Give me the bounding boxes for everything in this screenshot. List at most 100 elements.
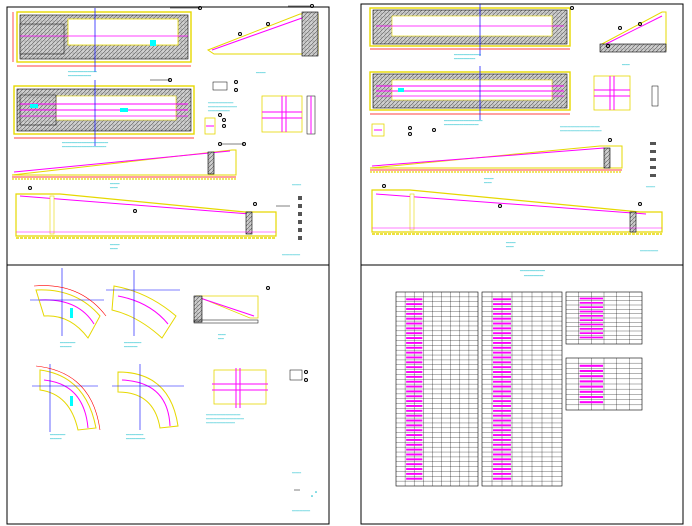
- svg-text:━━━━━━━━━━━━━━━━━━━━━━━━: ━━━━━━━━━━━━━━━━━━━━━━━━: [61, 141, 108, 145]
- bar-shape-sketch: [406, 327, 423, 330]
- legend-top-right: ━━━━━ ━━━━━━━━━━: [639, 142, 658, 253]
- bar-shape-sketch: [406, 400, 423, 403]
- bar-shape-sketch: [406, 405, 423, 407]
- detail-rebar-grid-1: [261, 95, 316, 135]
- svg-text:━━━━━━━━━━: ━━━━━━━━━━: [639, 249, 658, 253]
- bar-shape-sketch: [406, 312, 423, 315]
- svg-text:━━━━: ━━━━: [483, 181, 492, 185]
- bar-shape-sketch: [493, 327, 511, 330]
- section-sloped-2: [193, 286, 270, 324]
- bar-shape-sketch: [493, 312, 511, 315]
- svg-text:━━━━━: ━━━━━: [255, 71, 266, 75]
- bar-shape-sketch: [406, 443, 423, 446]
- bar-shape-sketch: [579, 375, 603, 378]
- bar-shape-sketch: [493, 409, 511, 412]
- bar-shape-sketch: [579, 401, 603, 404]
- bar-shape-sketch: [579, 314, 603, 317]
- plan-view-1: [12, 6, 202, 72]
- bar-shape-sketch: [579, 364, 603, 367]
- svg-text:━━━━━━━━━━: ━━━━━━━━━━: [523, 274, 543, 278]
- bar-shape-sketch: [406, 346, 423, 349]
- svg-text:━━━━━━━━━━━━━━━━━━━━━━━: ━━━━━━━━━━━━━━━━━━━━━━━: [61, 145, 106, 149]
- svg-text:━━━━: ━━━━: [217, 333, 226, 337]
- curved-plan-1: [30, 268, 107, 339]
- legend-top-left: ━━━━━ ━━━━━━━━━━: [281, 183, 302, 257]
- table-small-bottom: [565, 357, 643, 411]
- bar-shape-sketch: [406, 322, 423, 325]
- svg-text:━━━━━: ━━━━━: [483, 177, 494, 181]
- bar-shape-sketch: [406, 303, 423, 306]
- top-left-drawings: ━━━━━━━━━━━━━━━ ━━━━━━━━━━━━ ━━━━━: [11, 4, 319, 257]
- top-right-drawings: ━━━━━━━━━━━━━━ ━━━━━━━━━━━ ━━━━ ━━━━━━━━…: [369, 4, 667, 253]
- panel-bottom-right: [360, 264, 684, 525]
- bar-shape-sketch: [579, 369, 603, 373]
- bar-shape-sketch: [493, 463, 511, 466]
- bar-shape-sketch: [406, 361, 423, 364]
- bar-shape-sketch: [406, 458, 423, 461]
- bar-shape-sketch: [579, 323, 603, 326]
- svg-text:━━━━: ━━━━: [505, 245, 514, 249]
- bar-shape-sketch: [493, 400, 511, 403]
- svg-text:━━━━━━━━━━━━━━━━━━━━━: ━━━━━━━━━━━━━━━━━━━━━: [205, 417, 244, 421]
- longitudinal-section-2: [15, 186, 290, 239]
- bar-shape-sketch: [579, 332, 603, 335]
- bar-shape-sketch: [406, 463, 423, 466]
- bar-shape-sketch: [493, 356, 511, 359]
- svg-text:━━━━━━━━━━━━━━━━: ━━━━━━━━━━━━━━━━: [205, 421, 235, 425]
- bar-shape-sketch: [406, 414, 423, 417]
- detail-rebar-grid-3: [593, 75, 659, 111]
- svg-text:━━━━━━━━━━━━━━━━━━━━━━: ━━━━━━━━━━━━━━━━━━━━━━: [559, 125, 600, 129]
- bar-shape-sketch: [493, 361, 511, 364]
- bar-shape-sketch: [406, 337, 423, 340]
- bar-shape-sketch: [493, 375, 511, 378]
- bar-shape-sketch: [406, 424, 423, 427]
- curved-plan-4: [112, 364, 184, 430]
- bar-shape-sketch: [406, 448, 423, 451]
- svg-text:━━━━━━━━━━: ━━━━━━━━━━: [291, 509, 310, 513]
- bar-shape-sketch: [406, 371, 423, 373]
- curved-plan-3: [32, 364, 101, 432]
- table-main-middle: [481, 291, 563, 487]
- svg-text:━━━━━━━━━━: ━━━━━━━━━━: [281, 253, 300, 257]
- bar-shape-sketch: [406, 438, 423, 441]
- plan-view-2: [13, 78, 195, 146]
- bar-shape-sketch: [406, 298, 423, 301]
- bar-shape-sketch: [406, 429, 423, 432]
- bar-shape-sketch: [579, 297, 603, 300]
- svg-text:━━━━━━━━━━━━━━: ━━━━━━━━━━━━━━: [207, 101, 233, 105]
- svg-text:━━━━━━━━━: ━━━━━━━━━: [123, 341, 141, 345]
- bar-shape-sketch: [406, 453, 423, 456]
- svg-text:━━━━━━━━━━━━━━━: ━━━━━━━━━━━━━━━: [67, 70, 97, 74]
- svg-text:━━━━━━: ━━━━━━: [49, 437, 62, 441]
- detail-small-2: [371, 123, 436, 137]
- svg-text:━━━━━: ━━━━━: [645, 185, 655, 189]
- bar-shape-sketch: [406, 434, 423, 437]
- bar-shape-sketch: [579, 310, 603, 313]
- bar-shape-sketch: [579, 390, 603, 393]
- table-small-top: [565, 291, 643, 345]
- bar-shape-sketch: [493, 298, 511, 301]
- bar-shape-sketch: [406, 472, 423, 475]
- bar-shape-sketch: [406, 366, 423, 369]
- bar-shape-sketch: [493, 390, 511, 393]
- svg-text:━━━━━━━━━: ━━━━━━━━━: [125, 433, 143, 437]
- bar-shape-sketch: [406, 308, 423, 310]
- detail-small-1: [204, 80, 238, 135]
- bar-shape-sketch: [406, 351, 423, 354]
- bar-shape-sketch: [579, 385, 603, 388]
- svg-text:━━━━━━━━━━━━━━━━━━: ━━━━━━━━━━━━━━━━━━: [443, 123, 479, 127]
- svg-text:━━━━━: ━━━━━: [291, 183, 301, 187]
- bar-shape-sketch: [406, 409, 423, 412]
- svg-text:━━━━━━━━━━━━: ━━━━━━━━━━━━: [207, 109, 230, 113]
- bar-shape-sketch: [493, 453, 511, 456]
- table-main-left: [395, 291, 479, 487]
- bar-shape-sketch: [406, 332, 423, 335]
- longitudinal-section-1: [11, 142, 246, 180]
- svg-text:━━━━━━━━━━━━━━━━━━━: ━━━━━━━━━━━━━━━━━━━: [205, 413, 241, 417]
- bar-shape-sketch: [493, 351, 511, 354]
- bar-shape-sketch: [579, 336, 603, 339]
- svg-text:━━━━: ━━━━: [621, 63, 630, 67]
- longitudinal-section-3: [369, 138, 623, 173]
- bar-shape-sketch: [406, 356, 423, 359]
